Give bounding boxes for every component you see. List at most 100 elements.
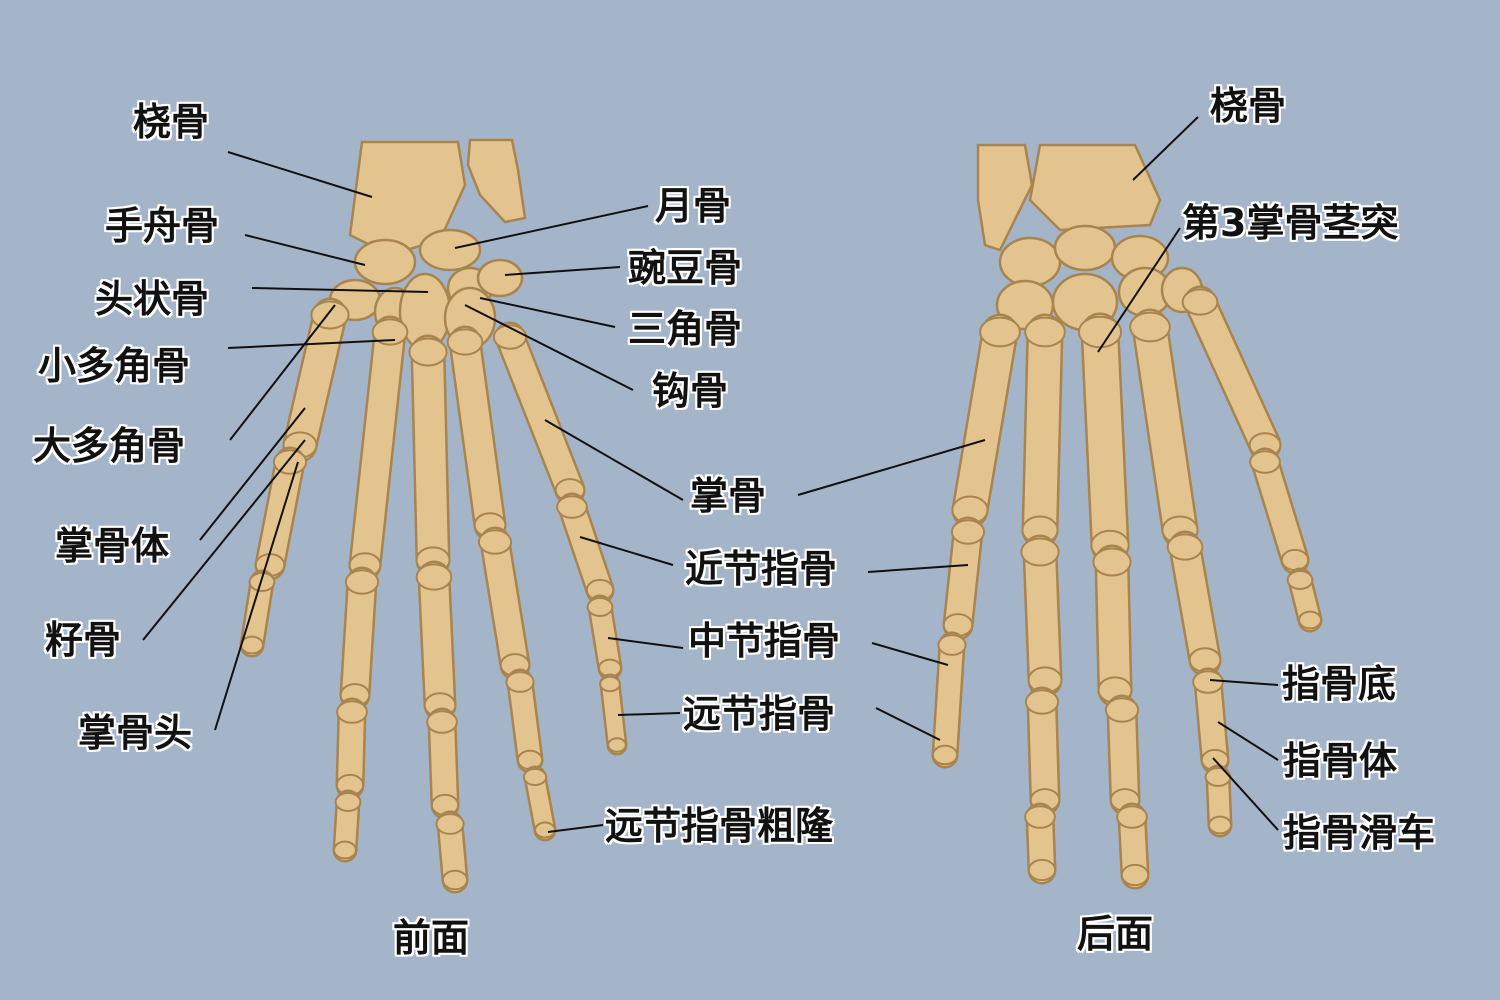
ulna-front [466,138,527,224]
thumb-distal-back-head [931,744,959,766]
leader-line-22 [1097,227,1181,353]
middle-metacarpal-back [1083,315,1127,562]
leader-line-7 [214,461,299,731]
leader-line-10 [479,297,616,328]
middle-distal-front-base [435,813,465,835]
thumb-proximal-front [257,449,303,578]
little-distal-front [602,676,625,753]
index-middle-back-base [1024,689,1060,715]
little-distal-back-base [1286,570,1314,590]
little-metacarpal-back [1186,288,1279,459]
index-proximal-back [1025,537,1060,695]
label-phalanx-base: 指骨底 [1282,662,1397,706]
ring-proximal-front-base [477,529,513,555]
caption-front: 前面 [393,916,470,960]
label-phalanx-body: 指骨体 [1283,739,1398,783]
label-hamate: 钩骨 [652,369,729,413]
thumb-distal-back [934,634,963,766]
ring-metacarpal-back [1134,311,1196,546]
thumb-proximal-front-base [272,449,308,475]
ring-middle-back-base [1192,670,1224,694]
index-metacarpal-front [351,318,404,579]
thumb-distal-front-base [248,572,276,592]
index-distal-front-base [334,792,362,812]
index-distal-back-base [1024,805,1056,829]
label-distal-phalanx: 远节指骨 [683,692,836,736]
index-distal-front-head [333,840,357,860]
index-middle-back [1029,689,1058,813]
middle-metacarpal-front-base [408,337,448,367]
index-metacarpal-front-base [371,318,409,346]
leader-line-13 [797,439,986,496]
radius-back [1028,143,1162,232]
thumb-proximal-back [945,519,981,638]
label-capitate: 头状骨 [95,277,210,321]
index-proximal-front [342,569,375,708]
middle-middle-front [430,710,457,817]
leader-line-3 [227,339,396,349]
little-distal-front-head [607,737,627,753]
lunate [418,228,482,272]
label-metacarpal-head: 掌骨头 [78,711,193,755]
label-middle-phalanx: 中节指骨 [688,619,841,663]
label-scaphoid: 手舟骨 [105,204,220,248]
little-middle-front-base [586,597,614,617]
index-middle-front-base [336,700,368,724]
middle-proximal-front [420,563,454,719]
label-sesamoid: 籽骨 [45,618,122,662]
thumb-distal-front-head [240,635,264,655]
caption-back: 后面 [1077,912,1154,956]
leader-line-12 [544,419,684,501]
label-distal-tuberosity: 远节指骨粗隆 [605,804,834,848]
index-proximal-front-base [344,569,380,595]
label-trapezoid: 小多角骨 [38,344,191,388]
leader-line-8 [454,205,649,249]
leader-line-9 [504,266,621,276]
thumb-metacarpal-front-base [310,300,350,330]
middle-proximal-back-base [1092,547,1132,577]
leader-line-0 [227,151,373,198]
thumb-metacarpal-front [285,300,345,460]
carpal-back-1 [1053,224,1117,272]
label-triquetrum: 三角骨 [628,307,743,351]
little-proximal-back-head [1280,548,1310,572]
ring-distal-back-head [1208,815,1232,835]
leader-line-14 [579,536,674,566]
thumb-metacarpal-back-base [979,316,1021,348]
pisiform [476,258,524,298]
leader-line-16 [607,637,684,649]
leader-line-15 [867,564,969,573]
label-metacarpal-body: 掌骨体 [55,524,170,568]
little-proximal-back [1253,450,1307,572]
little-metacarpal-front [497,324,583,503]
ring-distal-back-base [1204,767,1232,787]
middle-metacarpal-back-base [1077,315,1123,349]
leader-line-21 [1132,116,1199,181]
label-proximal-phalanx: 近节指骨 [685,547,838,591]
middle-proximal-front-base [415,563,453,591]
middle-middle-back [1109,697,1138,813]
index-distal-back-head [1027,858,1057,882]
index-proximal-back-base [1020,537,1060,567]
leader-line-1 [244,234,366,266]
thumb-metacarpal-back [954,316,1016,526]
little-proximal-front [560,495,612,602]
little-middle-front [590,597,620,678]
middle-metacarpal-front [413,337,448,575]
ring-proximal-back-base [1166,533,1204,561]
leader-line-18 [617,712,681,716]
thumb-proximal-back-base [950,519,986,545]
leader-line-25 [1212,757,1279,831]
leader-line-2 [251,287,429,293]
label-pisiform: 豌豆骨 [628,246,743,290]
leader-lines [142,116,1279,833]
label-lunate: 月骨 [655,184,732,228]
leader-line-20 [547,824,604,833]
label-trapezium: 大多角骨 [33,424,186,468]
middle-distal-front-head [441,869,469,891]
index-metacarpal-back [1024,316,1061,546]
ulna-back [976,143,1034,252]
little-distal-front-base [599,675,621,693]
label-metacarpal: 掌骨 [690,474,767,518]
